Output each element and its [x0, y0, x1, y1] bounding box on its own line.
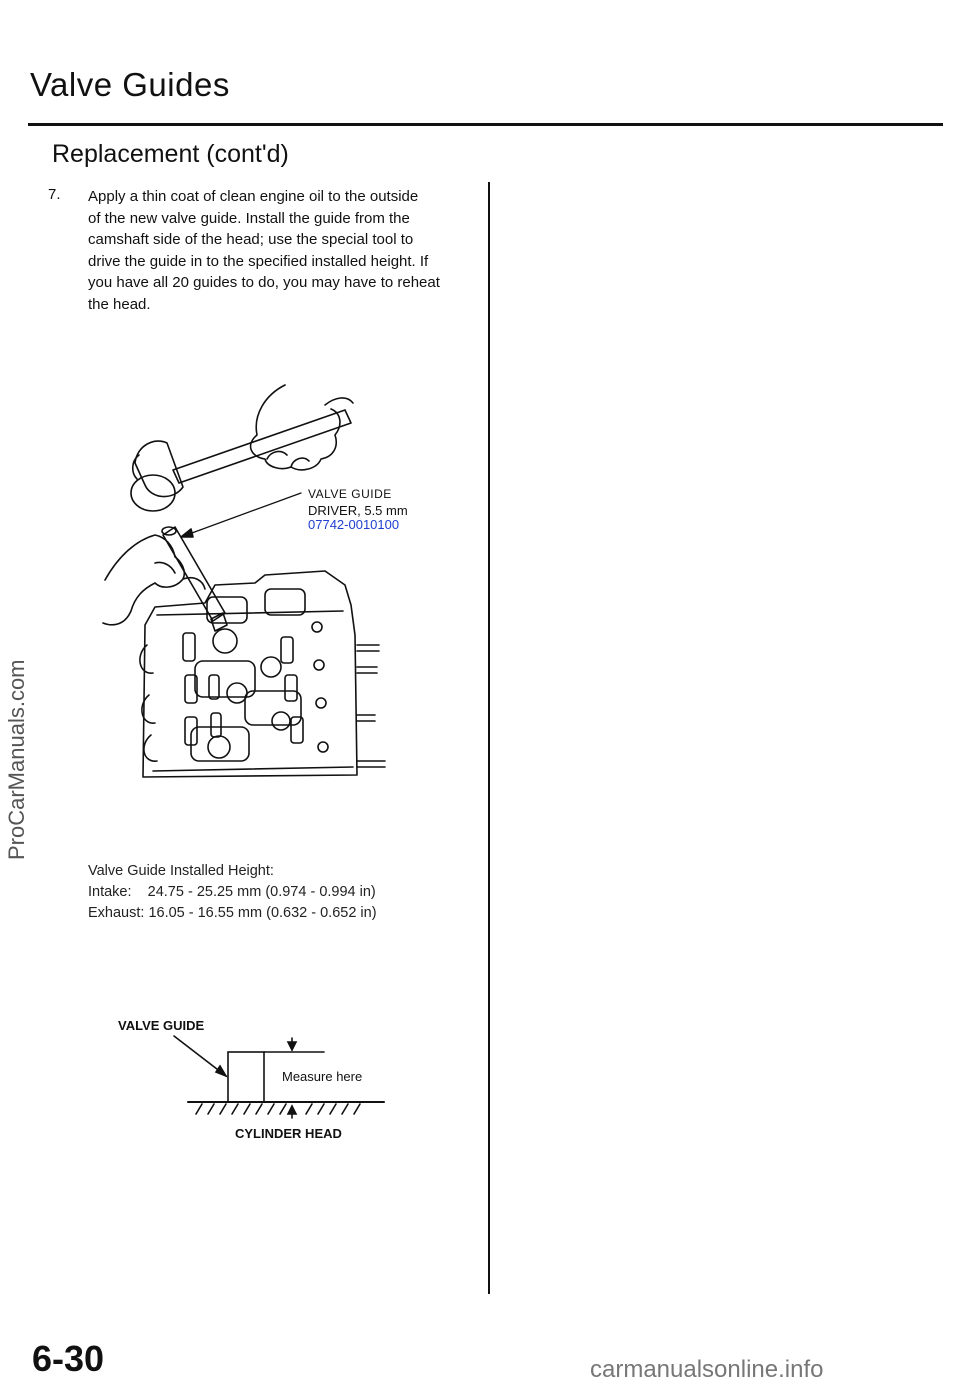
step-line: you have all 20 guides to do, you may ha…: [88, 274, 440, 291]
spec-intake: Intake: 24.75 - 25.25 mm (0.974 - 0.994 …: [88, 884, 376, 900]
page-title: Valve Guides: [30, 66, 230, 103]
diagram-label-cylinder-head: CYLINDER HEAD: [235, 1126, 342, 1141]
spec-exhaust: Exhaust: 16.05 - 16.55 mm (0.632 - 0.652…: [88, 905, 377, 921]
measurement-diagram: [173, 1035, 385, 1119]
callout-tool-name: VALVE GUIDE: [308, 487, 392, 501]
bottom-watermark: carmanualsonline.info: [590, 1356, 824, 1383]
valve-guide-driver-illustration: [102, 384, 386, 778]
section-subtitle: Replacement (cont'd): [52, 140, 289, 168]
callout-part-number: 07742-0010100: [308, 517, 400, 532]
step-line: camshaft side of the head; use the speci…: [88, 231, 414, 248]
title-divider: [28, 123, 943, 126]
step-number: 7.: [48, 186, 61, 203]
step-line: the head.: [88, 295, 151, 313]
side-watermark: ProCarManuals.com: [4, 659, 29, 860]
callout-tool-size: DRIVER, 5.5 mm: [308, 503, 408, 518]
spec-heading: Valve Guide Installed Height:: [88, 863, 274, 879]
step-text: Apply a thin coat of clean engine oil to…: [88, 186, 458, 315]
diagram-label-valve-guide: VALVE GUIDE: [118, 1018, 205, 1033]
page-number: 6-30: [32, 1338, 105, 1379]
diagram-label-measure-here: Measure here: [282, 1069, 363, 1084]
step-line: Apply a thin coat of clean engine oil to…: [88, 188, 419, 205]
step-line: of the new valve guide. Install the guid…: [88, 209, 410, 227]
column-divider: [488, 182, 490, 1294]
installed-height-spec: Valve Guide Installed Height: Intake: 24…: [88, 861, 377, 924]
step-line: drive the guide in to the specified inst…: [88, 252, 429, 270]
